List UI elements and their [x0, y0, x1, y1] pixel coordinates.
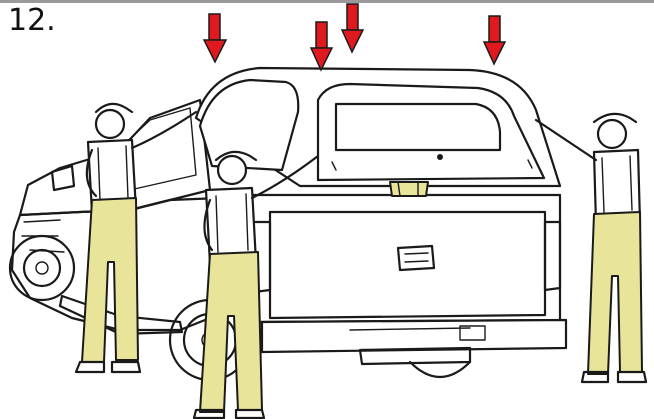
step-number: 12. [8, 3, 56, 38]
top-divider [0, 0, 654, 3]
worker-center [192, 150, 320, 419]
worker-left [74, 102, 198, 374]
down-arrow-icon [340, 3, 365, 54]
down-arrow-icon [482, 15, 507, 66]
lowering-arrows [202, 3, 507, 72]
down-arrow-icon [309, 21, 334, 72]
worker-right [534, 112, 648, 384]
truck-canopy [194, 66, 562, 188]
down-arrow-icon [202, 13, 228, 64]
worker-rear [389, 181, 429, 197]
